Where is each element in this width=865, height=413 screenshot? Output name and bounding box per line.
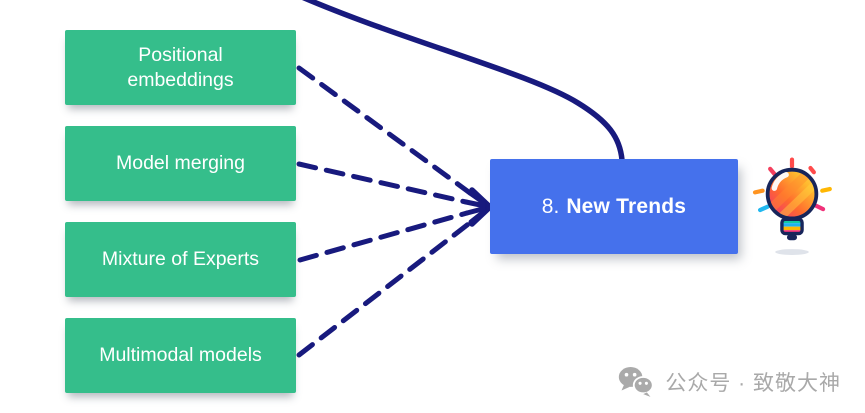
- curve-connector: [302, 0, 625, 163]
- bulb-shadow: [775, 249, 809, 255]
- branch-label: Multimodal models: [99, 344, 262, 367]
- fan-segment: [467, 190, 493, 210]
- lightbulb-icon: [752, 157, 832, 255]
- wechat-icon: [619, 367, 654, 397]
- fan-segment: [463, 199, 493, 210]
- branch-node-positional-embeddings: Positional embeddings: [65, 30, 296, 105]
- dashed-connector-model-merging: [296, 161, 469, 205]
- center-node-new-trends: 8. New Trends: [490, 159, 738, 254]
- arrowhead-icon: [469, 187, 493, 227]
- dashed-connector-mixture-of-experts: [297, 210, 470, 263]
- center-node-label: New Trends: [566, 194, 687, 218]
- fan-segment: [464, 204, 493, 216]
- center-node-number: 8.: [541, 194, 560, 218]
- branch-node-model-merging: Model merging: [65, 126, 296, 201]
- watermark: 公众号 · 致敬大神: [617, 365, 841, 398]
- watermark-text: 公众号 · 致敬大神: [665, 371, 841, 395]
- branch-label: Mixture of Experts: [101, 248, 260, 271]
- branch-node-multimodal-models: Multimodal models: [65, 318, 296, 393]
- dashed-connector-multimodal-models: [296, 219, 474, 358]
- branch-label: Positional embeddings: [127, 43, 234, 91]
- branch-node-mixture-of-experts: Mixture of Experts: [65, 222, 296, 297]
- fan-segment: [468, 204, 493, 225]
- branch-label: Model merging: [116, 152, 245, 175]
- dashed-connector-positional-embeddings: [296, 65, 473, 196]
